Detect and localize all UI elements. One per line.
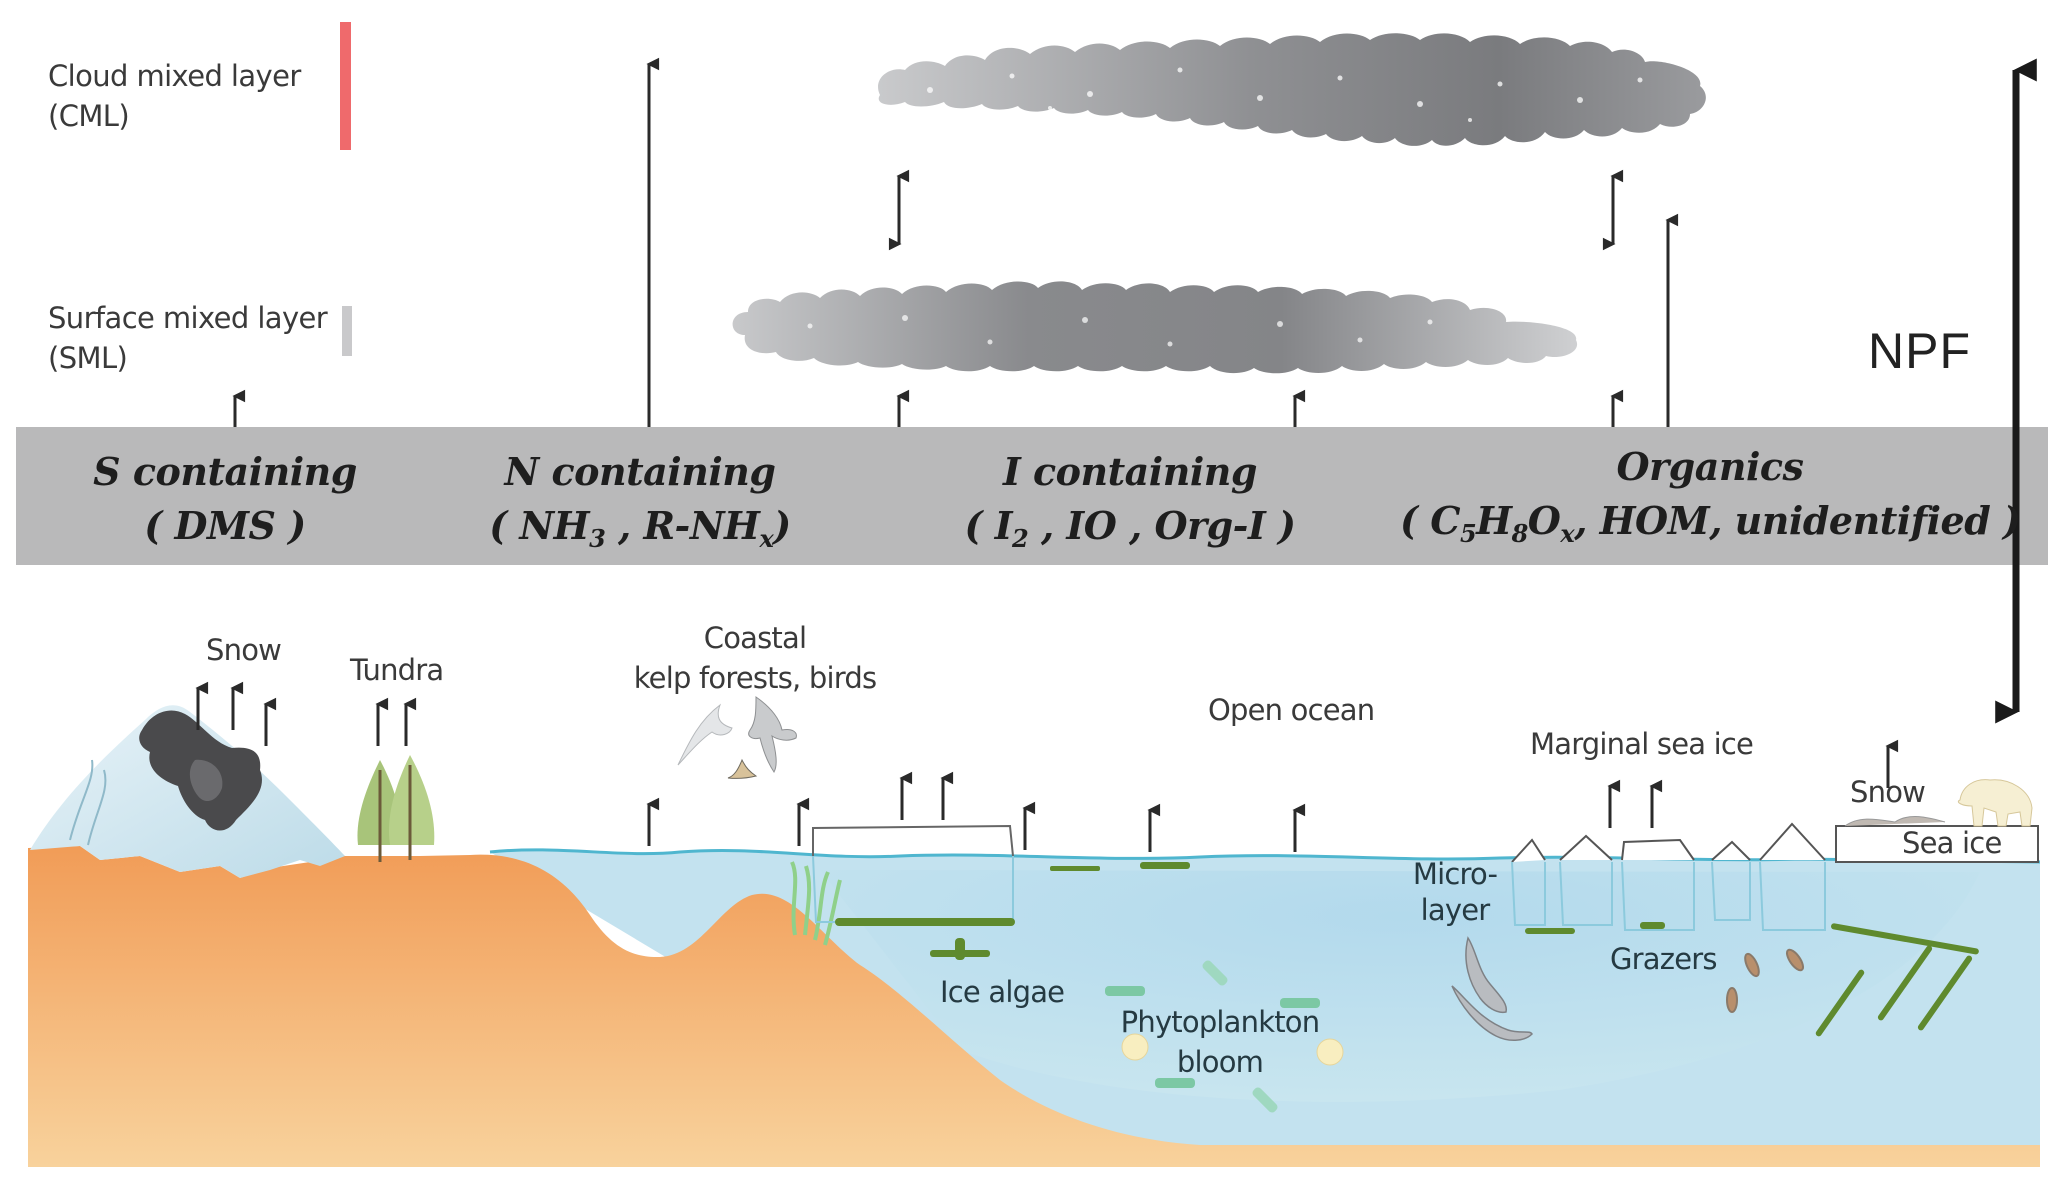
phytoplankton-line1: Phytoplankton	[1120, 1005, 1320, 1039]
species-text: H	[1476, 498, 1512, 543]
species-text: ( C	[1400, 498, 1460, 543]
algae-patches	[835, 862, 1979, 1037]
phytoplankton-cells	[1105, 960, 1344, 1113]
microlayer-line1: Micro-	[1412, 857, 1498, 891]
band-title: I containing	[1003, 449, 1258, 494]
open-ocean-label: Open ocean	[1208, 693, 1375, 727]
seabirds	[677, 696, 797, 779]
marginal-sea-ice-label: Marginal sea ice	[1530, 727, 1754, 761]
band-category-n: N containing ( NH3 , R-NHx)	[470, 445, 810, 553]
snow-ice-label: Snow	[1850, 775, 1926, 809]
cml-legend-label: Cloud mixed layer (CML)	[48, 56, 301, 136]
microlayer-line2: layer	[1420, 893, 1491, 927]
sml-legend-line1: Surface mixed layer	[48, 301, 328, 335]
species-subscript: 3	[589, 524, 606, 553]
marginal-ice-underwater	[1511, 861, 1826, 931]
species-text: )	[773, 503, 791, 548]
grazers-label: Grazers	[1610, 942, 1717, 976]
species-text: , R-NH	[605, 503, 760, 548]
band-species: ( DMS )	[85, 499, 365, 553]
sml-legend-label: Surface mixed layer (SML)	[48, 298, 328, 378]
surface-mixed-layer-cloud	[732, 281, 1578, 374]
polar-bear	[1957, 779, 2033, 827]
band-title: S containing	[93, 449, 357, 494]
species-subscript: 5	[1459, 519, 1477, 548]
cml-legend-bar	[340, 22, 351, 150]
land-emission-arrows	[195, 681, 417, 746]
snow-land-label: Snow	[206, 633, 282, 667]
kelp	[790, 861, 842, 946]
species-text: ( DMS )	[144, 503, 306, 548]
band-category-i: I containing ( I2 , IO , Org-I )	[960, 445, 1300, 553]
coastal-line2: kelp forests, birds	[633, 661, 877, 695]
band-species: ( I2 , IO , Org-I )	[960, 499, 1300, 553]
npf-label: NPF	[1868, 323, 1971, 379]
species-text: ( I	[964, 503, 1013, 548]
marginal-ice-floes	[1511, 822, 1826, 863]
microlayer-label: Micro- layer	[1400, 856, 1510, 928]
band-category-s: S containing ( DMS )	[85, 445, 365, 553]
tundra-label: Tundra	[350, 653, 444, 687]
coastal-line1: Coastal	[703, 621, 807, 655]
seals	[1451, 936, 1533, 1041]
species-subscript: x	[759, 524, 774, 553]
cloud-mixed-layer-cloud	[878, 33, 1706, 146]
sea-ice-label: Sea ice	[1902, 826, 2002, 860]
tundra-trees	[357, 755, 435, 862]
phytoplankton-line2: bloom	[1176, 1045, 1264, 1079]
species-subscript: 8	[1511, 519, 1529, 548]
precursor-band	[16, 427, 2048, 565]
cml-legend-line2: (CML)	[48, 99, 130, 133]
snowy-mountain	[30, 705, 345, 878]
atmospheric-arrows	[232, 57, 1679, 427]
species-subscript: 2	[1012, 524, 1029, 553]
cml-legend-line1: Cloud mixed layer	[48, 59, 301, 93]
sml-legend-line2: (SML)	[48, 341, 128, 375]
species-text: O	[1527, 498, 1561, 543]
band-species: ( C5H8Ox, HOM, unidentified )	[1400, 494, 2021, 548]
band-category-organics: Organics ( C5H8Ox, HOM, unidentified )	[1400, 440, 2021, 548]
ice-algae-label: Ice algae	[940, 975, 1065, 1009]
phytoplankton-bloom-label: Phytoplankton bloom	[1100, 1002, 1340, 1082]
species-text: , HOM, unidentified )	[1574, 498, 2021, 543]
ground-terrain	[28, 846, 2040, 1167]
grazers	[1726, 948, 1805, 1013]
band-title: Organics	[1616, 444, 1804, 489]
band-species: ( NH3 , R-NHx)	[470, 499, 810, 553]
sea-ice-slab	[1835, 816, 2039, 863]
coastal-label: Coastal kelp forests, birds	[620, 618, 890, 698]
ocean-emission-arrows	[646, 739, 1899, 852]
species-subscript: x	[1560, 519, 1575, 548]
sml-legend-bar	[342, 306, 352, 356]
species-text: ( NH	[489, 503, 590, 548]
species-text: , IO , Org-I )	[1028, 503, 1296, 548]
band-title: N containing	[504, 449, 776, 494]
